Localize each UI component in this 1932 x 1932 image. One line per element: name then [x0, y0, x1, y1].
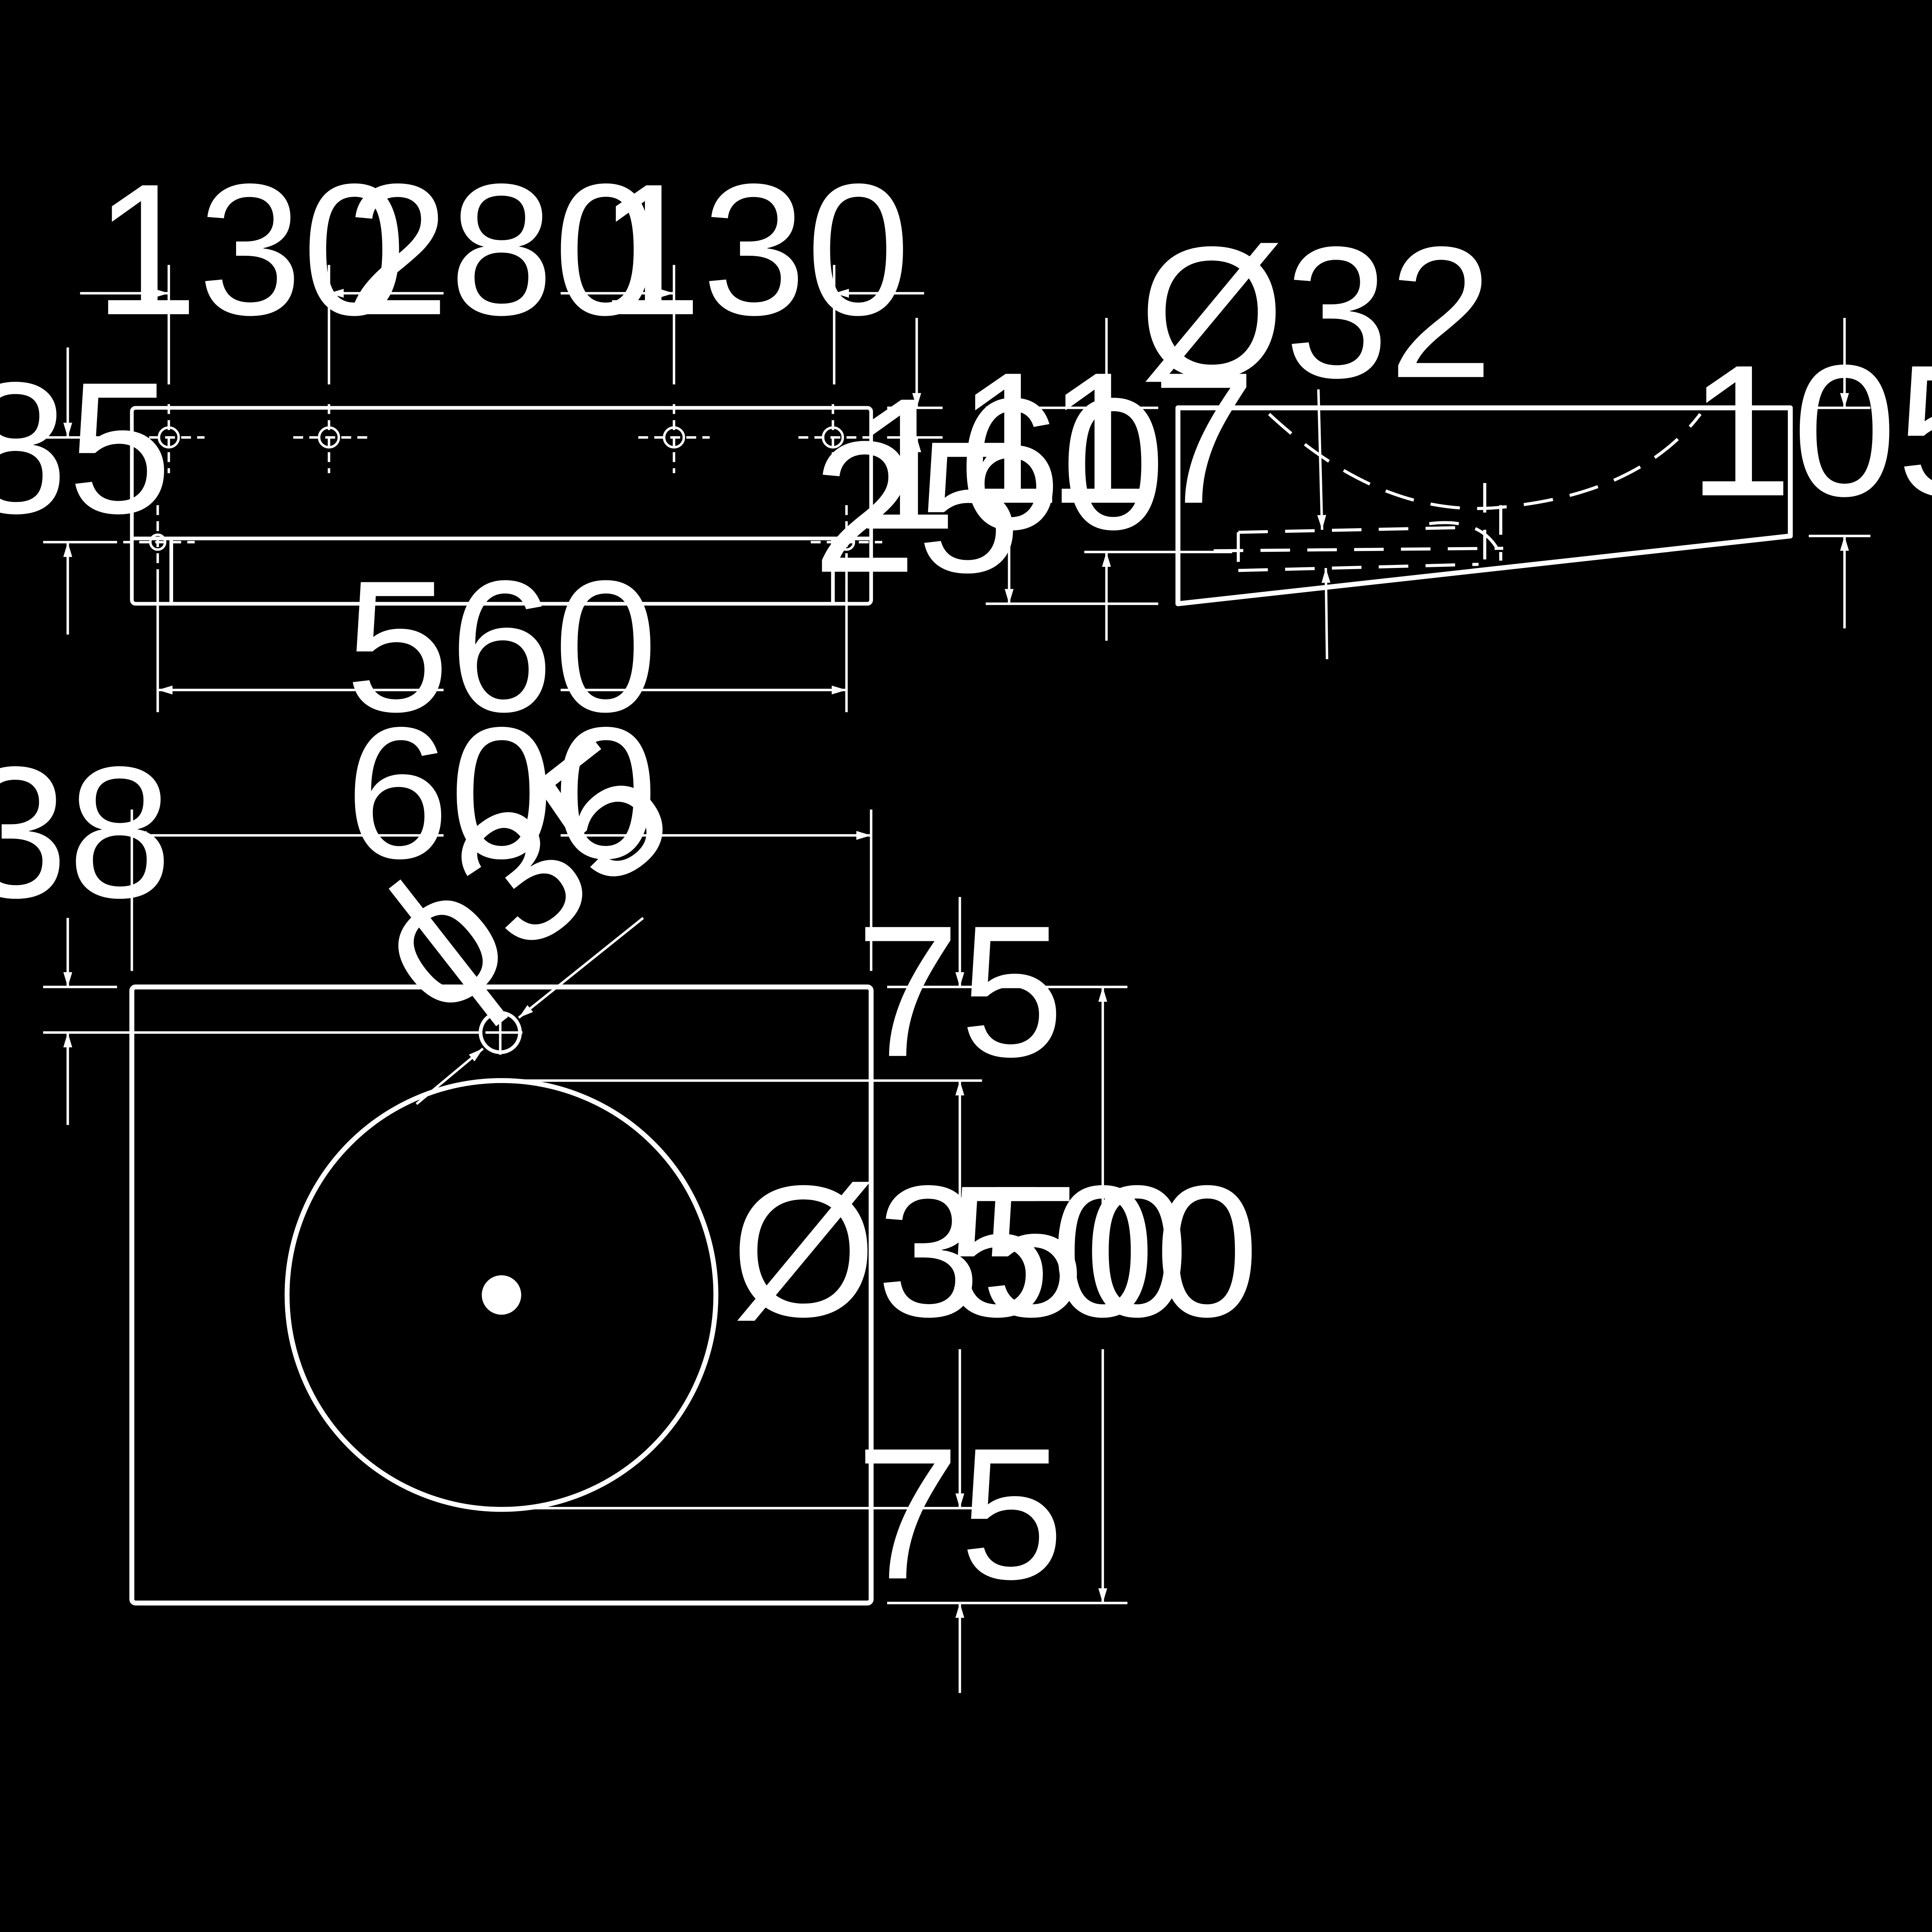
dim-label-600: 600 [345, 688, 658, 897]
side-dimensions [986, 318, 1871, 660]
dim-label-160: 160 [853, 359, 1165, 568]
mounting-hole-icon [293, 404, 367, 473]
dim-label-25: 25 [813, 402, 1021, 612]
side-view [1175, 405, 1793, 606]
bowl-hidden-curve [1268, 413, 1702, 510]
dim-label-75-bottom: 75 [855, 1409, 1064, 1618]
side-dimension-labels: 160 117 105 Ø32 [853, 207, 1932, 568]
front-dimension-labels: 130 280 130 85 25 560 [0, 145, 1021, 751]
mounting-hole-icon [811, 505, 883, 579]
drain-axis-hidden [1213, 547, 1503, 553]
top-dimension-labels: 600 38 ϕ35 75 Ø350 500 75 [0, 688, 1259, 1618]
dim-label-38: 38 [0, 727, 172, 937]
side-hidden-lines [1213, 413, 1702, 572]
dim-label-280: 280 [345, 145, 658, 354]
front-outline [130, 406, 873, 606]
mounting-hole-icon [133, 404, 205, 473]
mounting-hole-icon [798, 404, 870, 473]
top-outline [129, 984, 874, 1605]
dim-label-117: 117 [957, 333, 1256, 543]
top-dimensions [43, 810, 1128, 1693]
dim-label-32: Ø32 [1139, 207, 1493, 417]
dim-line-32 [1317, 389, 1327, 530]
dim-line-35 [518, 917, 644, 1019]
dim-label-350: Ø350 [731, 1146, 1189, 1356]
front-dimensions [43, 265, 943, 713]
dim-label-130-left: 130 [94, 145, 406, 354]
front-mounting-holes [123, 404, 883, 579]
mounting-hole-icon [123, 505, 195, 579]
dim-label-130-right: 130 [598, 145, 910, 354]
drain-pipe-hidden [1429, 483, 1502, 561]
dim-label-75-top: 75 [855, 886, 1064, 1096]
drain-hole-icon [481, 1275, 521, 1315]
dim-label-105: 105 [1688, 326, 1932, 535]
dim-label-85: 85 [0, 343, 172, 553]
side-profile [1175, 405, 1793, 606]
dim-label-500: 500 [947, 1146, 1259, 1356]
mounting-hole-icon [638, 404, 710, 473]
dim-line-32 [1321, 568, 1331, 660]
dim-label-560: 560 [345, 541, 658, 751]
front-view [130, 406, 873, 606]
dim-line-35 [415, 1048, 484, 1105]
